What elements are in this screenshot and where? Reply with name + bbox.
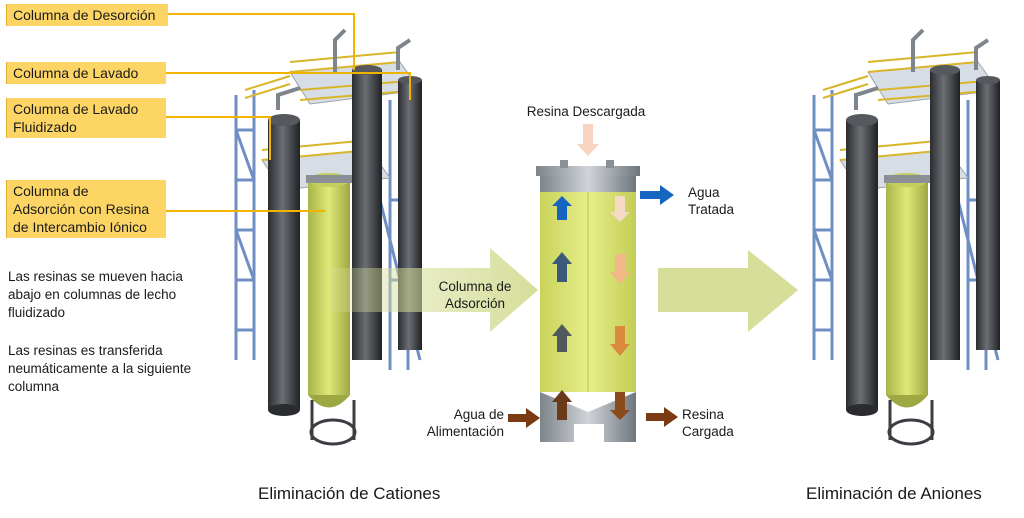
note-line: Las resinas es transferida [8,343,163,358]
up-arrow-3 [552,324,572,352]
note-line: neumáticamente a la siguiente [8,361,192,376]
label-line: Resina Descargada [526,104,646,119]
callout-text-line: Columna de Lavado [13,101,139,117]
up-arrow-4 [552,390,572,420]
callout-columna-desorcion: Columna de Desorción [6,4,168,26]
resina-descargada-arrow [577,124,599,156]
label-line: Adsorción [444,296,506,311]
label-agua-tratada: Agua Tratada [688,184,768,218]
callout-text-line: Columna de [13,183,89,199]
center-adsorption-column [536,160,640,442]
label-columna-adsorcion: Columna de Adsorción [430,278,520,312]
agua-alimentacion-arrow [508,408,540,428]
down-arrow-2 [610,254,630,284]
callout-columna-adsorcion: Columna de Adsorción con Resina de Inter… [6,180,166,238]
callout-leaders [166,13,411,212]
caption-eliminacion-aniones: Eliminación de Aniones [806,484,982,503]
label-line: Cargada [682,424,734,439]
label-line: Agua [688,185,720,200]
right-plant-illustration [812,28,1000,446]
callout-text-line: Fluidizado [13,119,77,135]
note-line: columna [8,379,60,394]
flow-arrow-left [330,248,538,332]
label-line: Alimentación [426,424,504,439]
up-arrow-1 [552,196,572,220]
callout-text-line: Adsorción con Resina [13,201,150,217]
label-line: Tratada [688,202,735,217]
note-resinas-mueven: Las resinas se mueven hacia abajo en col… [8,268,228,322]
callout-columna-lavado: Columna de Lavado [6,62,166,84]
resina-cargada-arrow [646,407,678,427]
label-resina-cargada: Resina Cargada [682,406,762,440]
label-line: Columna de [438,279,512,294]
note-line: abajo en columnas de lecho [8,287,177,302]
label-line: Resina [682,407,725,422]
label-agua-alimentacion: Agua de Alimentación [408,406,504,440]
down-arrow-1 [610,196,630,222]
note-line: Las resinas se mueven hacia [8,269,183,284]
inner-flow-arrows [552,196,630,420]
down-arrow-4 [610,392,630,420]
callout-text: Columna de Lavado [13,65,139,81]
label-line: Agua de [453,407,504,422]
left-plant-illustration [234,28,422,446]
flow-arrow-right [658,250,798,332]
note-line: fluidizado [8,305,66,320]
caption-eliminacion-cationes: Eliminación de Cationes [258,484,441,503]
down-arrow-3 [610,326,630,356]
label-resina-descargada: Resina Descargada [516,103,656,120]
agua-tratada-arrow [640,185,674,205]
note-resinas-transferida: Las resinas es transferida neumáticament… [8,342,228,396]
callout-text-line: de Intercambio Iónico [13,219,147,235]
up-arrow-2 [552,252,572,282]
callout-columna-lavado-fluidizado: Columna de Lavado Fluidizado [6,98,166,138]
callout-text: Columna de Desorción [13,7,156,23]
